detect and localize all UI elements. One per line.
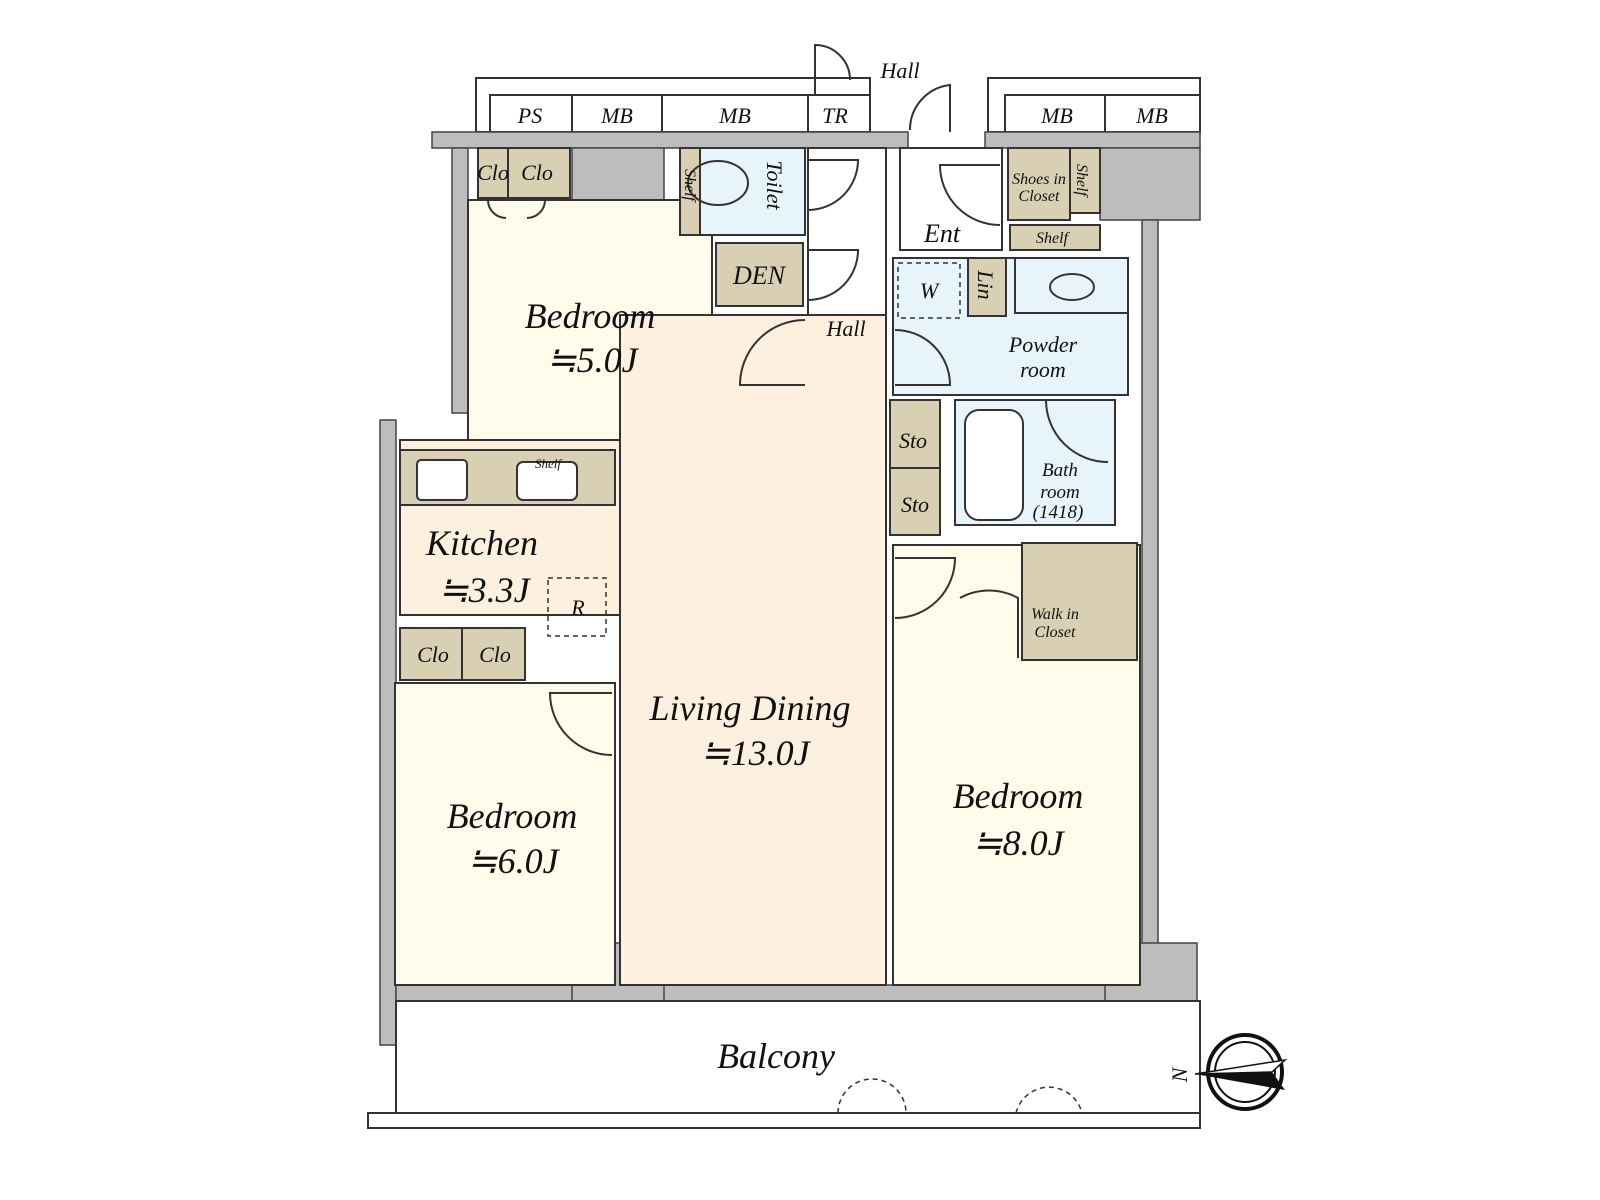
closet-label: Clo: [521, 160, 553, 185]
tr-door: [814, 43, 851, 95]
entrance-door[interactable]: [908, 83, 951, 132]
bedroom-sw-name: Bedroom: [447, 796, 578, 836]
mb-label: MB: [1040, 103, 1073, 128]
linen-label: Lin: [973, 269, 998, 299]
powder-room-label: room: [1020, 357, 1066, 382]
toilet-icon: [687, 160, 749, 206]
stove-icon: [416, 459, 468, 501]
walk-in-closet: [1021, 542, 1138, 661]
mb-label: MB: [1135, 103, 1168, 128]
fridge-label: R: [570, 595, 585, 620]
outside-hall-label: Hall: [879, 58, 919, 83]
kitchen-name: Kitchen: [425, 523, 538, 563]
bathroom-size-label: (1418): [1033, 502, 1084, 523]
kitchen-shelf-label: Shelf: [535, 456, 563, 471]
living-dining-name: Living Dining: [648, 688, 850, 728]
bathroom-label: Bath: [1042, 460, 1078, 481]
bedroom-se-name: Bedroom: [953, 776, 1084, 816]
storage-label: Sto: [901, 492, 929, 517]
hall-label: Hall: [825, 316, 865, 341]
toilet-label: Toilet: [762, 160, 787, 210]
toilet-shelf-label: Shelf: [681, 169, 698, 204]
den: [715, 242, 804, 307]
closet-label: Clo: [477, 160, 509, 185]
shoes-closet-label: Shoes in: [1012, 171, 1066, 188]
kitchen-size: ≒3.3J: [438, 570, 531, 610]
shoes-closet-label: Closet: [1019, 188, 1060, 205]
living-door[interactable]: [738, 319, 806, 386]
walk-in-closet-label: Closet: [1035, 624, 1076, 641]
shelf-label: Shelf: [1036, 230, 1071, 247]
closet-label: Clo: [479, 642, 511, 667]
bathroom-label: room: [1040, 482, 1079, 503]
closet-label: Clo: [417, 642, 449, 667]
shoes-closet: [1007, 147, 1071, 221]
closet-nw: [477, 147, 571, 199]
washer-label: W: [920, 278, 940, 303]
balcony-label: Balcony: [717, 1036, 835, 1076]
walk-in-closet-label: Walk in: [1031, 606, 1079, 623]
shelf-label: Shelf: [1073, 164, 1090, 199]
mb-label: MB: [600, 103, 633, 128]
ps-label: PS: [517, 103, 542, 128]
entrance-label: Ent: [923, 219, 961, 248]
sink-icon: [1049, 273, 1095, 301]
tr-label: TR: [822, 103, 848, 128]
top-utility-row: [475, 43, 1201, 133]
bedroom-se-size: ≒8.0J: [972, 823, 1065, 863]
bedroom-sw-size: ≒6.0J: [467, 841, 560, 881]
compass-icon: [1194, 1033, 1288, 1111]
bathtub-icon: [964, 409, 1024, 521]
storage-label: Sto: [899, 428, 927, 453]
refrigerator: [547, 577, 607, 637]
sink-icon: [516, 461, 578, 501]
balcony: [395, 1000, 1201, 1114]
living-dining-size: ≒13.0J: [700, 733, 811, 773]
powder-room-label: Powder: [1008, 332, 1078, 357]
compass-north-label: N: [1167, 1066, 1192, 1083]
mb-label: MB: [718, 103, 751, 128]
living-dining: [619, 314, 887, 986]
bedroom-nw-name: Bedroom: [525, 296, 656, 336]
bedroom-sw: [394, 682, 616, 986]
bedroom-nw-size: ≒5.0J: [546, 340, 639, 380]
den-label: DEN: [732, 261, 787, 290]
